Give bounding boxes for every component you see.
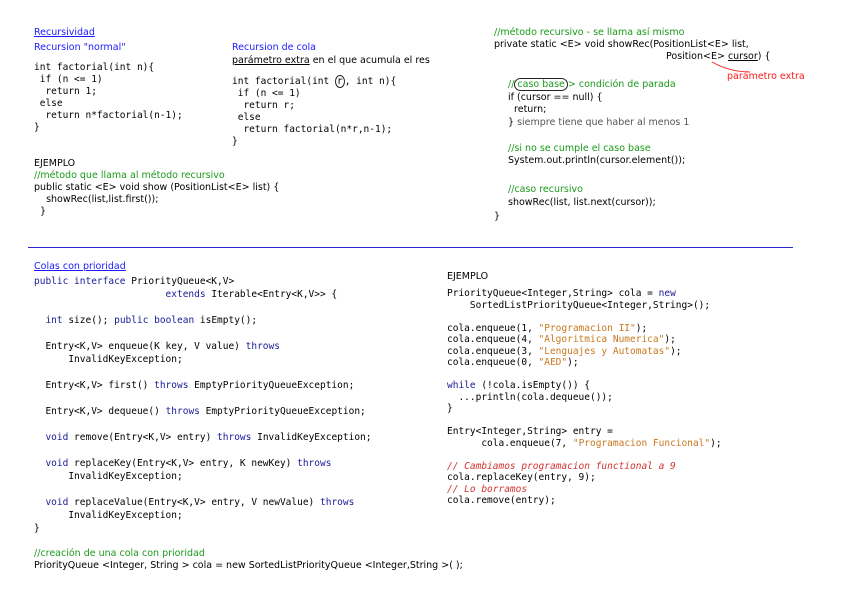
colas-prioridad-heading: Colas con prioridad bbox=[34, 261, 126, 272]
ejemplo-label-top: EJEMPLO bbox=[34, 158, 76, 169]
code-line: } bbox=[232, 136, 238, 147]
code-line: showRec(list,list.first()); bbox=[34, 194, 159, 205]
code-line: return factorial(n*r,n-1); bbox=[232, 124, 393, 135]
code-line: Entry<Integer,String> entry = bbox=[447, 426, 613, 437]
creation-code: PriorityQueue <Integer, String > cola = … bbox=[34, 560, 463, 571]
code-line: if (n <= 1) bbox=[34, 74, 103, 85]
code-line: InvalidKeyException; bbox=[34, 471, 183, 482]
ejemplo-label-bottom: EJEMPLO bbox=[447, 271, 489, 282]
code-line: public interface PriorityQueue<K,V> bbox=[34, 276, 235, 287]
close-brace-line: } siempre tiene que haber al menos 1 bbox=[508, 117, 690, 128]
code-line: public static <E> void show (PositionLis… bbox=[34, 182, 280, 193]
code-line: Entry<K,V> first() throws EmptyPriorityQ… bbox=[34, 380, 355, 391]
code-line: return r; bbox=[232, 100, 295, 111]
code-line: cola.enqueue(3, "Lenguajes y Automatas")… bbox=[447, 345, 682, 357]
recursion-cola-title: Recursion de cola bbox=[232, 42, 317, 53]
extra-param-underlined: parámetro extra bbox=[232, 55, 310, 66]
code-line: cola.enqueue(7, "Programacion Funcional"… bbox=[447, 437, 722, 449]
code-line: int factorial(int n){ bbox=[34, 62, 155, 73]
showrec-signature-1: private static <E> void showRec(Position… bbox=[494, 39, 749, 50]
if-null-line: if (cursor == null) { bbox=[508, 92, 603, 103]
code-line: SortedListPriorityQueue<Integer,String>(… bbox=[447, 299, 711, 311]
caso-base-comment: //caso base> condición de parada bbox=[508, 78, 676, 91]
recursion-cola-subtitle: parámetro extra en el que acumula el res bbox=[232, 55, 430, 67]
code-line: return 1; bbox=[34, 86, 97, 97]
code-line: // Cambiamos programacion functional a 9 bbox=[447, 460, 676, 472]
println-line: System.out.println(cursor.element()); bbox=[508, 155, 686, 166]
code-line: } bbox=[447, 403, 453, 414]
code-line: cola.enqueue(4, "Algoritmica Numerica"); bbox=[447, 334, 676, 345]
code-line: if (n <= 1) bbox=[232, 88, 301, 99]
cursor-param: cursor bbox=[727, 51, 758, 62]
code-line: return n*factorial(n-1); bbox=[34, 110, 183, 121]
code-line: Entry<K,V> enqueue(K key, V value) throw… bbox=[34, 341, 280, 352]
show-method-comment: //método que llama al método recursivo bbox=[34, 170, 225, 181]
code-line: Entry<K,V> dequeue() throws EmptyPriorit… bbox=[34, 406, 366, 417]
showrec-comment: //método recursivo - se llama así mismo bbox=[494, 27, 685, 38]
circled-r: r bbox=[334, 75, 345, 88]
code-line: while (!cola.isEmpty()) { bbox=[447, 380, 590, 391]
code-line: cola.enqueue(0, "AED"); bbox=[447, 357, 579, 368]
return-line: return; bbox=[508, 104, 547, 115]
code-line: ...println(cola.dequeue()); bbox=[447, 391, 613, 403]
code-line: extends Iterable<Entry<K,V>> { bbox=[34, 289, 338, 300]
code-line: cola.remove(entry); bbox=[447, 495, 556, 506]
else-comment: //si no se cumple el caso base bbox=[508, 143, 651, 154]
recursive-call-line: showRec(list, list.next(cursor)); bbox=[508, 197, 656, 208]
code-line: InvalidKeyException; bbox=[34, 510, 183, 521]
showrec-signature-2: Position<E> cursor) { bbox=[666, 51, 771, 62]
recursion-normal-title: Recursion "normal" bbox=[34, 42, 126, 53]
code-line: cola.replaceKey(entry, 9); bbox=[447, 472, 596, 483]
showrec-close-brace: } bbox=[494, 211, 501, 222]
recursion-cola-subtitle-rest: en el que acumula el res bbox=[309, 55, 430, 66]
base-note: siempre tiene que haber al menos 1 bbox=[517, 117, 690, 128]
code-line: } bbox=[34, 206, 47, 217]
section-divider bbox=[28, 247, 793, 248]
extra-param-label: parámetro extra bbox=[727, 71, 805, 82]
code-line: else bbox=[34, 98, 63, 109]
code-line: cola.enqueue(1, "Programacion II"); bbox=[447, 322, 648, 334]
code-line: // Lo borramos bbox=[447, 483, 528, 495]
code-line: } bbox=[34, 122, 40, 133]
caso-base-circled: caso base bbox=[514, 78, 568, 91]
code-line: PriorityQueue<Integer,String> cola = new bbox=[447, 288, 676, 299]
code-line: void remove(Entry<K,V> entry) throws Inv… bbox=[34, 432, 372, 443]
recursividad-heading: Recursividad bbox=[34, 27, 95, 38]
code-line: int size(); public boolean isEmpty(); bbox=[34, 315, 258, 326]
code-line: else bbox=[232, 112, 261, 123]
extra-param-arrow-icon bbox=[711, 61, 751, 73]
creation-comment: //creación de una cola con prioridad bbox=[34, 548, 205, 559]
code-line: InvalidKeyException; bbox=[34, 354, 183, 365]
code-line: } bbox=[34, 523, 40, 534]
code-line: void replaceKey(Entry<K,V> entry, K newK… bbox=[34, 458, 332, 469]
code-line: void replaceValue(Entry<K,V> entry, V ne… bbox=[34, 497, 355, 508]
recursive-case-comment: //caso recursivo bbox=[508, 184, 583, 195]
cola-code-line-1: int factorial(int r, int n){ bbox=[232, 75, 397, 88]
